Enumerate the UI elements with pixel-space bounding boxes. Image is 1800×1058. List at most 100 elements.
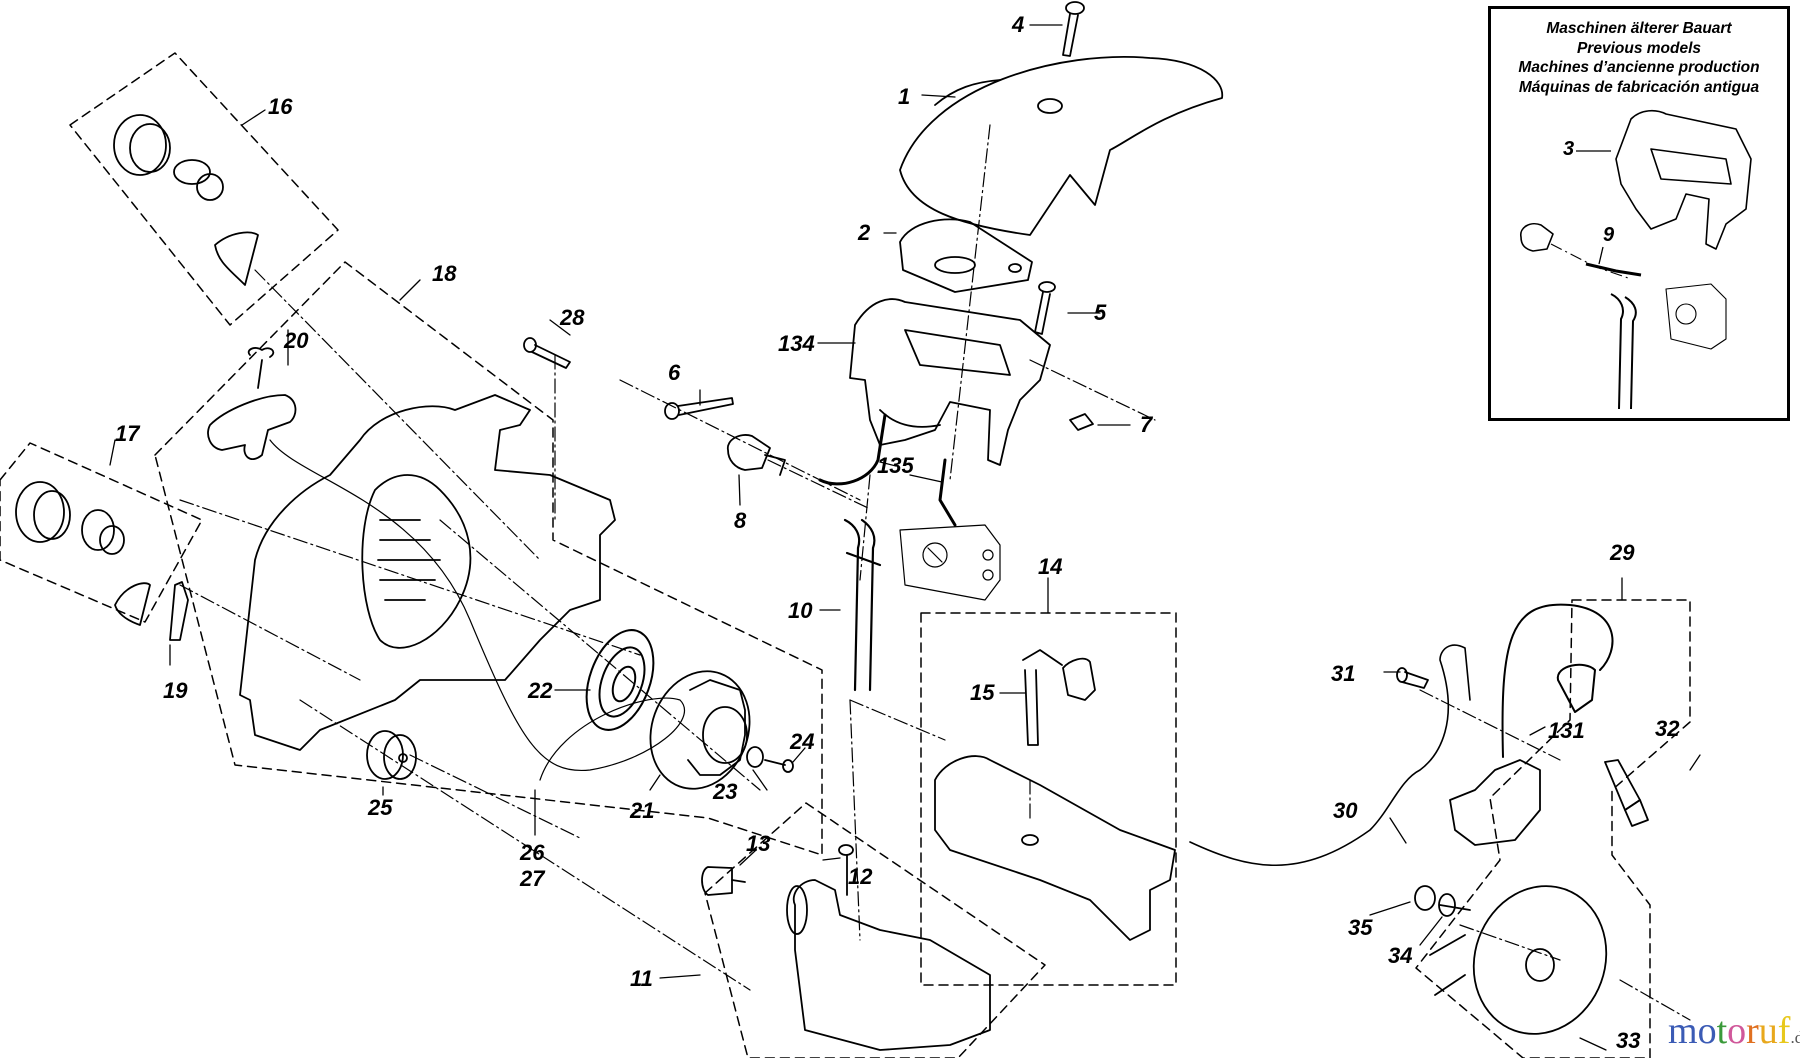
part-label-31: 31 bbox=[1331, 661, 1356, 686]
inset-pickup-line bbox=[1610, 293, 1624, 410]
part-135-fuel-lines bbox=[818, 413, 957, 527]
part-18-fan-housing bbox=[239, 394, 616, 751]
part-label-14: 14 bbox=[1038, 554, 1063, 579]
part-11-fuel-tank bbox=[786, 879, 991, 1051]
part-25-bushing bbox=[366, 730, 417, 780]
part-1-top-cover bbox=[899, 56, 1224, 236]
part-28-screw bbox=[523, 337, 571, 369]
watermark-letter: f bbox=[1777, 1010, 1791, 1052]
part-17-cap bbox=[15, 481, 151, 626]
part-10-pickup-line bbox=[843, 518, 882, 692]
part-label-19: 19 bbox=[163, 678, 188, 703]
part-16-cap bbox=[113, 114, 259, 286]
part-label-32: 32 bbox=[1655, 716, 1680, 741]
part-34-washer bbox=[1438, 893, 1456, 917]
part-label-2: 2 bbox=[858, 220, 871, 245]
motoruf-watermark: motoruf.de bbox=[1668, 1012, 1800, 1050]
part-21-rope-pulley bbox=[649, 670, 751, 790]
assembly-axes bbox=[179, 124, 1691, 1021]
part-label-4: 4 bbox=[1012, 12, 1025, 37]
part-label-33: 33 bbox=[1616, 1028, 1641, 1053]
inset-title-en: Previous models bbox=[1576, 39, 1702, 57]
part-8-primer-bulb bbox=[727, 434, 786, 476]
part-20-handle bbox=[207, 347, 297, 460]
inset-title: Maschinen älterer Bauart Previous models… bbox=[1491, 19, 1787, 97]
part-label-22: 22 bbox=[528, 678, 553, 703]
part-label-10: 10 bbox=[788, 598, 813, 623]
part-13-filter bbox=[701, 866, 746, 896]
part-22-recoil-spring bbox=[585, 629, 655, 731]
inset-drawing bbox=[1520, 109, 1752, 410]
carburetor bbox=[899, 524, 1001, 601]
watermark-letter: t bbox=[1716, 1010, 1728, 1052]
part-31-screw bbox=[1396, 667, 1429, 689]
part-12-valve bbox=[838, 844, 854, 896]
part-5-screw bbox=[1034, 281, 1056, 335]
group-box-29 bbox=[1415, 599, 1691, 1058]
inset-title-fr: Machines d’ancienne production bbox=[1518, 59, 1760, 76]
part-label-13: 13 bbox=[746, 831, 771, 856]
part-2-gasket bbox=[899, 218, 1033, 293]
inset-part-9-line bbox=[1585, 262, 1642, 277]
inset-carburetor bbox=[1665, 283, 1727, 350]
watermark-letter: o bbox=[1697, 1010, 1717, 1052]
watermark-tld: .de bbox=[1790, 1028, 1800, 1047]
watermark-letter: r bbox=[1746, 1010, 1759, 1052]
group-box-11 bbox=[704, 802, 1046, 1058]
part-label-20: 20 bbox=[284, 328, 309, 353]
group-box-17 bbox=[0, 442, 203, 623]
part-33-flywheel bbox=[1429, 885, 1608, 1035]
part-label-26: 26 bbox=[520, 840, 545, 865]
inset-primer-bulb bbox=[1520, 222, 1554, 252]
inset-part-label-9: 9 bbox=[1603, 224, 1615, 246]
part-label-15: 15 bbox=[970, 680, 995, 705]
inset-leader-9 bbox=[1598, 246, 1604, 265]
group-box-14 bbox=[920, 612, 1177, 986]
part-131-ignition-module bbox=[1449, 759, 1541, 846]
part-label-12: 12 bbox=[848, 864, 873, 889]
inset-part-3-air-box bbox=[1615, 109, 1752, 250]
part-label-8: 8 bbox=[734, 508, 747, 533]
part-label-21: 21 bbox=[630, 798, 655, 823]
group-boxes bbox=[0, 52, 1691, 1058]
watermark-letter: u bbox=[1758, 1010, 1778, 1052]
part-label-27: 27 bbox=[520, 866, 545, 891]
part-label-23: 23 bbox=[713, 779, 738, 804]
group-box-16 bbox=[69, 52, 339, 326]
part-label-5: 5 bbox=[1094, 300, 1107, 325]
part-label-17: 17 bbox=[115, 421, 140, 446]
part-15-bolt bbox=[1022, 649, 1096, 746]
part-label-135: 135 bbox=[877, 453, 914, 478]
inset-part-label-3: 3 bbox=[1563, 138, 1575, 160]
part-23-washer bbox=[746, 746, 764, 768]
part-label-1: 1 bbox=[898, 84, 911, 109]
part-29-ignition-lead bbox=[1501, 603, 1614, 758]
part-label-11: 11 bbox=[630, 966, 653, 991]
part-label-134: 134 bbox=[778, 331, 815, 356]
part-7-clip bbox=[1069, 413, 1094, 431]
part-label-18: 18 bbox=[432, 261, 457, 286]
previous-models-inset: Maschinen älterer Bauart Previous models… bbox=[1488, 6, 1790, 421]
part-24-screw bbox=[764, 759, 794, 773]
part-label-29: 29 bbox=[1610, 540, 1635, 565]
part-label-28: 28 bbox=[560, 305, 585, 330]
watermark-letter: m bbox=[1668, 1010, 1698, 1052]
part-label-25: 25 bbox=[368, 795, 393, 820]
starter-rope bbox=[269, 439, 686, 781]
part-label-35: 35 bbox=[1348, 915, 1373, 940]
part-30-wire bbox=[1189, 644, 1471, 866]
part-14-tank-housing bbox=[934, 755, 1176, 941]
part-label-6: 6 bbox=[668, 360, 681, 385]
part-label-34: 34 bbox=[1388, 943, 1413, 968]
part-32-spark-plug bbox=[1604, 759, 1649, 827]
part-label-30: 30 bbox=[1333, 798, 1358, 823]
part-label-7: 7 bbox=[1140, 412, 1153, 437]
part-label-24: 24 bbox=[790, 729, 815, 754]
group-box-18 bbox=[154, 261, 823, 856]
inset-title-es: Máquinas de fabricación antigua bbox=[1518, 78, 1760, 96]
leader-lines bbox=[109, 24, 1701, 1051]
part-4-screw bbox=[1062, 1, 1085, 57]
part-35-nut bbox=[1414, 885, 1436, 911]
watermark-letter: o bbox=[1727, 1010, 1747, 1052]
